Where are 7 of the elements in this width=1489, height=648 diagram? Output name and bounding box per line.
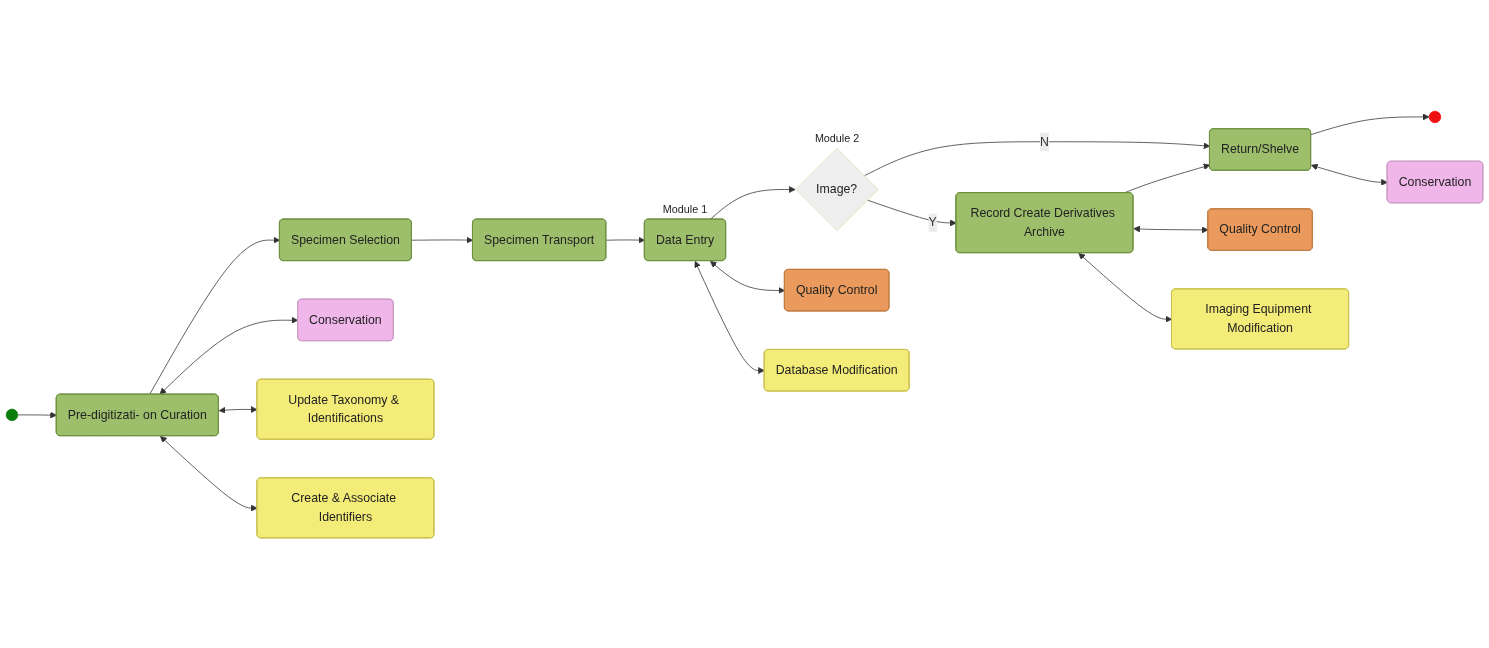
edge-label: Y xyxy=(928,215,937,229)
edge-label: N xyxy=(1039,134,1049,148)
node-diamond: Image? xyxy=(795,147,879,231)
node-label: Module 2 xyxy=(814,131,860,144)
node-circle xyxy=(1428,110,1442,123)
node-circle xyxy=(5,408,19,421)
node-label: Module 1 xyxy=(662,202,708,215)
